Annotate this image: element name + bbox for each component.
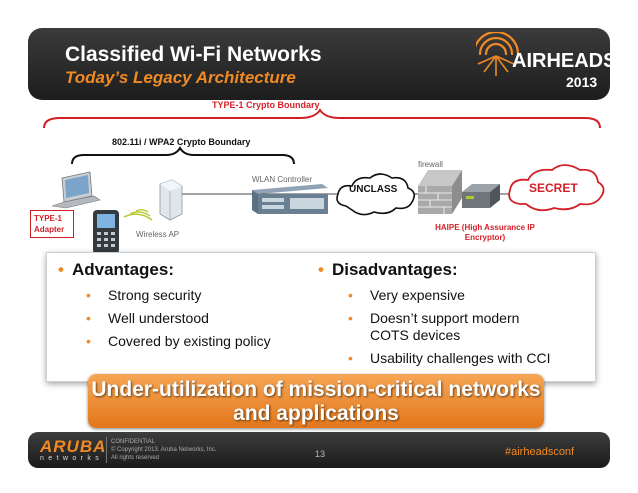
wireless-ap-label: Wireless AP xyxy=(136,230,180,239)
list-item: •Strong security xyxy=(86,287,202,303)
handheld-device-icon xyxy=(93,210,119,254)
type1-adapter-label: TYPE-1 Adapter xyxy=(30,210,74,238)
disadvantages-list: •Very expensive •Doesn’t support modern … xyxy=(348,287,588,373)
footer-divider xyxy=(106,437,107,463)
list-item: •Covered by existing policy xyxy=(86,333,271,349)
airheads-logo-text: AIRHEADS xyxy=(512,50,617,72)
secret-cloud-icon xyxy=(508,164,605,212)
wpa2-crypto-boundary-label: 802.11i / WPA2 Crypto Boundary xyxy=(112,137,251,147)
callout-banner-text: Under-utilization of mission-critical ne… xyxy=(91,378,541,425)
unclass-label: UNCLASS xyxy=(349,184,398,195)
airheads-logo-year: 2013 xyxy=(566,74,598,90)
firewall-icon xyxy=(418,170,462,214)
haipe-device-icon xyxy=(462,184,500,208)
laptop-icon xyxy=(51,171,101,209)
list-item: •Usability challenges with CCI xyxy=(348,350,551,366)
wireless-waves-icon xyxy=(123,209,153,221)
aruba-logo-subtext: networks xyxy=(40,455,104,462)
callout-banner xyxy=(88,374,544,428)
slide-subtitle: Today’s Legacy Architecture xyxy=(65,68,296,87)
slide-title: Classified Wi-Fi Networks xyxy=(65,43,322,66)
firewall-label: firewall xyxy=(418,160,443,169)
type1-boundary-brace xyxy=(43,108,601,129)
type1-crypto-boundary-label: TYPE-1 Crypto Boundary xyxy=(212,100,320,110)
aruba-logo-text: ARUBA xyxy=(40,437,107,456)
footer-legal: CONFIDENTIAL © Copyright 2013. Aruba Net… xyxy=(111,439,217,461)
wireless-ap-icon xyxy=(159,179,183,221)
wifi-signal-icon xyxy=(476,32,520,76)
wpa2-boundary-brace xyxy=(71,145,295,165)
footer-bar xyxy=(28,432,610,468)
list-item: •Doesn’t support modern COTS devices xyxy=(348,310,520,343)
advantages-list: •Strong security •Well understood •Cover… xyxy=(86,287,306,356)
haipe-label: HAIPE (High Assurance IP Encryptor) xyxy=(435,223,535,242)
network-diagram xyxy=(43,108,605,254)
list-item: •Very expensive xyxy=(348,287,465,303)
unclass-cloud-icon xyxy=(336,173,416,216)
content-panel xyxy=(46,252,596,382)
disadvantages-heading: •Disadvantages: xyxy=(318,260,458,279)
wlan-controller-label: WLAN Controller xyxy=(252,175,313,184)
secret-label: SECRET xyxy=(529,181,578,195)
wlan-controller-icon xyxy=(252,184,328,214)
hashtag: #airheadsconf xyxy=(505,446,575,458)
page-number: 13 xyxy=(314,449,325,459)
advantages-heading: •Advantages: xyxy=(58,260,174,279)
list-item: •Well understood xyxy=(86,310,209,326)
